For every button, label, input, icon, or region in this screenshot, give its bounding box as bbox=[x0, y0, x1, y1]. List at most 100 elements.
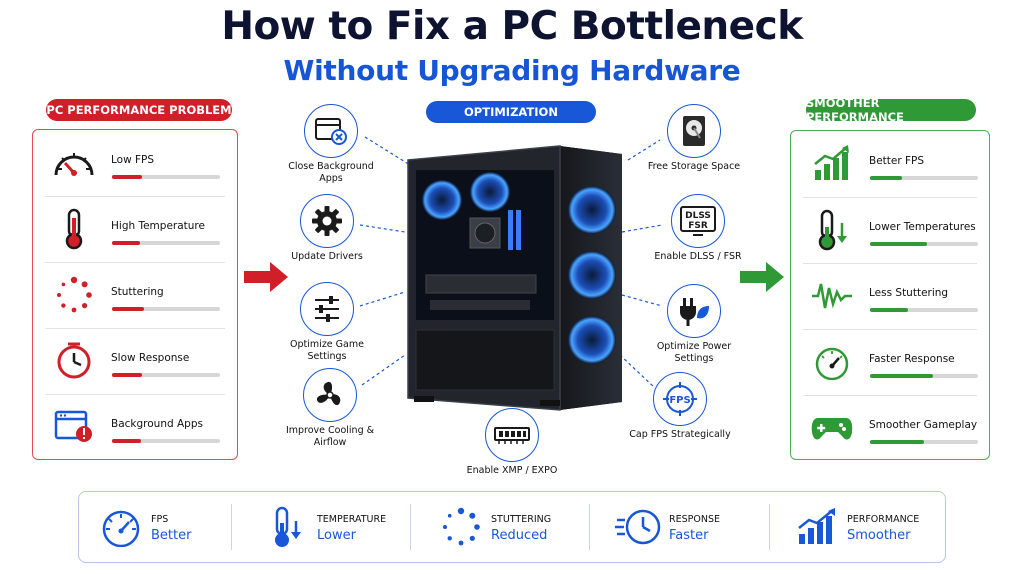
summary-value: Reduced bbox=[491, 528, 548, 543]
pc-case-illustration bbox=[407, 145, 622, 411]
solution-item-less-stuttering: Less Stuttering bbox=[791, 263, 989, 329]
dlss-text: DLSS bbox=[685, 211, 711, 221]
loading-spinner-icon bbox=[437, 505, 485, 549]
opt-optimize-game-settings: Optimize Game Settings bbox=[272, 282, 382, 363]
right-arrow-icon bbox=[244, 262, 288, 292]
solution-item-label: Lower Temperatures bbox=[869, 221, 976, 233]
sliders-icon bbox=[300, 282, 354, 336]
solution-item-faster-response: Faster Response bbox=[791, 329, 989, 395]
loading-spinner-icon bbox=[49, 274, 99, 316]
opt-optimize-power: Optimize Power Settings bbox=[639, 284, 749, 365]
opt-label: Optimize Power Settings bbox=[656, 341, 732, 364]
fps-text: FPS bbox=[669, 395, 690, 406]
solution-item-label: Faster Response bbox=[869, 353, 955, 365]
summary-key: RESPONSE bbox=[669, 514, 720, 525]
solution-item-label: Less Stuttering bbox=[869, 287, 949, 299]
summary-performance: PERFORMANCE Smoother bbox=[793, 492, 943, 562]
summary-response: RESPONSE Faster bbox=[615, 492, 765, 562]
solution-level-bar bbox=[870, 242, 978, 246]
problem-item-label: High Temperature bbox=[111, 220, 205, 232]
summary-key: PERFORMANCE bbox=[847, 514, 920, 525]
fan-icon bbox=[303, 368, 357, 422]
thermometer-down-icon bbox=[263, 505, 311, 549]
summary-temperature: TEMPERATURE Lower bbox=[263, 492, 413, 562]
opt-enable-xmp: Enable XMP / EXPO bbox=[457, 408, 567, 477]
opt-label: Optimize Game Settings bbox=[290, 339, 364, 362]
opt-improve-cooling: Improve Cooling & Airflow bbox=[275, 368, 385, 449]
right-arrow-icon bbox=[740, 262, 784, 292]
fsr-text: FSR bbox=[688, 221, 708, 231]
problem-item-label: Background Apps bbox=[111, 418, 203, 430]
power-plug-icon bbox=[667, 284, 721, 338]
problem-item-label: Low FPS bbox=[111, 154, 155, 166]
summary-key: TEMPERATURE bbox=[317, 514, 387, 525]
opt-cap-fps: FPS Cap FPS Strategically bbox=[625, 372, 735, 441]
opt-label: Enable DLSS / FSR bbox=[654, 251, 742, 262]
page-title: How to Fix a PC Bottleneck bbox=[221, 4, 803, 49]
thermometer-down-icon bbox=[807, 209, 857, 251]
summary-value: Faster bbox=[669, 528, 709, 543]
opt-update-drivers: Update Drivers bbox=[272, 194, 382, 263]
browser-alert-icon bbox=[49, 406, 99, 448]
summary-value: Smoother bbox=[847, 528, 911, 543]
problem-item-label: Slow Response bbox=[111, 352, 190, 364]
gear-icon bbox=[300, 194, 354, 248]
problem-item-stuttering: Stuttering bbox=[33, 262, 237, 328]
growth-chart-icon bbox=[807, 143, 857, 185]
window-close-icon bbox=[304, 104, 358, 158]
problem-level-bar bbox=[112, 175, 220, 179]
summary-value: Better bbox=[151, 528, 192, 543]
solution-level-bar bbox=[870, 440, 978, 444]
solution-level-bar bbox=[870, 308, 978, 312]
growth-chart-icon bbox=[793, 505, 841, 549]
page-subtitle: Without Upgrading Hardware bbox=[283, 54, 741, 87]
solution-item-smoother-gameplay: Smoother Gameplay bbox=[791, 395, 989, 461]
opt-label: Close Background Apps bbox=[288, 161, 374, 184]
opt-label: Cap FPS Strategically bbox=[629, 429, 731, 440]
opt-close-background-apps: Close Background Apps bbox=[276, 104, 386, 185]
problem-level-bar bbox=[112, 373, 220, 377]
problem-item-low-fps: Low FPS bbox=[33, 130, 237, 196]
summary-key: STUTTERING bbox=[491, 514, 552, 525]
summary-key: FPS bbox=[151, 514, 169, 525]
opt-label: Improve Cooling & Airflow bbox=[285, 425, 375, 448]
speedometer-icon bbox=[807, 341, 857, 383]
opt-label: Update Drivers bbox=[291, 251, 363, 262]
summary-strip: FPS Better TEMPERATURE Lower STUTTERING … bbox=[78, 491, 946, 563]
problem-heading: PC PERFORMANCE PROBLEM bbox=[46, 99, 232, 121]
summary-stuttering: STUTTERING Reduced bbox=[437, 492, 587, 562]
speedometer-icon bbox=[97, 505, 145, 549]
gamepad-icon bbox=[807, 407, 857, 449]
summary-fps: FPS Better bbox=[97, 492, 247, 562]
problem-item-background-apps: Background Apps bbox=[33, 394, 237, 460]
solution-item-label: Better FPS bbox=[869, 155, 925, 167]
opt-label: Enable XMP / EXPO bbox=[466, 465, 558, 476]
ram-stick-icon bbox=[485, 408, 539, 462]
thermometer-icon bbox=[49, 208, 99, 250]
problem-level-bar bbox=[112, 241, 220, 245]
problem-level-bar bbox=[112, 439, 220, 443]
fps-target-icon: FPS bbox=[653, 372, 707, 426]
opt-label: Free Storage Space bbox=[647, 161, 741, 172]
solution-item-better-fps: Better FPS bbox=[791, 131, 989, 197]
hard-drive-icon bbox=[667, 104, 721, 158]
solution-level-bar bbox=[870, 176, 978, 180]
solution-panel: Better FPS Lower Temperatures Less Stutt… bbox=[790, 130, 990, 460]
problem-item-label: Stuttering bbox=[111, 286, 164, 298]
problem-level-bar bbox=[112, 307, 220, 311]
opt-free-storage: Free Storage Space bbox=[639, 104, 749, 173]
problem-item-high-temperature: High Temperature bbox=[33, 196, 237, 262]
solution-heading: SMOOTHER PERFORMANCE bbox=[806, 96, 976, 124]
problem-panel: Low FPS High Temperature Stuttering Slow… bbox=[32, 129, 238, 460]
summary-value: Lower bbox=[317, 528, 356, 543]
solution-item-lower-temperatures: Lower Temperatures bbox=[791, 197, 989, 263]
waveform-icon bbox=[807, 275, 857, 317]
problem-item-slow-response: Slow Response bbox=[33, 328, 237, 394]
solution-item-label: Smoother Gameplay bbox=[869, 419, 978, 431]
speedometer-icon bbox=[49, 142, 99, 184]
fast-clock-icon bbox=[615, 505, 663, 549]
solution-level-bar bbox=[870, 374, 978, 378]
